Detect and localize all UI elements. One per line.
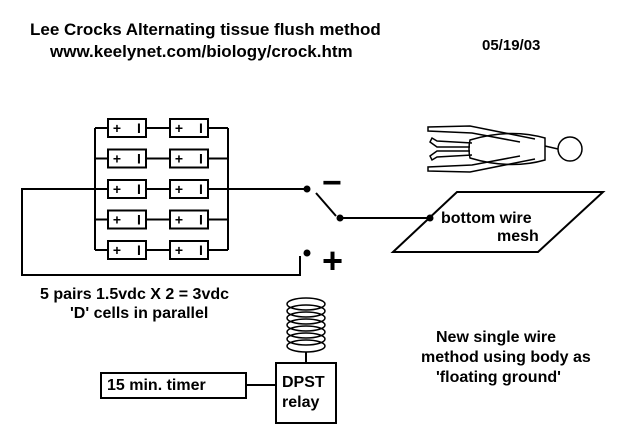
- battery-cell-right: +I: [169, 179, 209, 199]
- cell-minus-terminal: I: [137, 242, 141, 258]
- battery-cell-left: +I: [107, 240, 147, 260]
- method-note-line1: New single wire: [436, 329, 557, 346]
- switch-lever: [315, 192, 337, 217]
- relay-label-line2: relay: [282, 394, 320, 411]
- method-note-line3: 'floating ground': [436, 369, 561, 386]
- switch-pivot: [336, 214, 344, 222]
- battery-cell-right: +I: [169, 118, 209, 138]
- cell-plus-terminal: +: [175, 242, 183, 258]
- cell-minus-terminal: I: [137, 181, 141, 197]
- cell-minus-terminal: I: [137, 120, 141, 136]
- person-figure: [427, 125, 583, 173]
- cell-minus-terminal: I: [137, 212, 141, 228]
- cell-minus-terminal: I: [199, 181, 203, 197]
- wire-mesh: [390, 191, 606, 253]
- cell-minus-terminal: I: [137, 151, 141, 167]
- cell-plus-terminal: +: [175, 181, 183, 197]
- cell-plus-terminal: +: [175, 212, 183, 228]
- cell-plus-terminal: +: [113, 242, 121, 258]
- battery-cell-left: +I: [107, 179, 147, 199]
- cell-minus-terminal: I: [199, 242, 203, 258]
- relay-coil: [286, 297, 326, 353]
- battery-pair-row: +I+I: [95, 209, 228, 230]
- battery-pair-row: +I+I: [95, 148, 228, 169]
- mesh-label-line2: mesh: [497, 228, 539, 245]
- battery-pair-row: +I+I: [95, 118, 228, 138]
- cell-plus-terminal: +: [113, 181, 121, 197]
- cell-minus-terminal: I: [199, 151, 203, 167]
- cell-plus-terminal: +: [175, 120, 183, 136]
- return-wire: [21, 188, 301, 276]
- battery-cell-left: +I: [107, 148, 147, 169]
- switch-contact-positive: [303, 249, 311, 257]
- cells-description-line2: 'D' cells in parallel: [70, 305, 209, 322]
- diagram-title: Lee Crocks Alternating tissue flush meth…: [30, 20, 381, 39]
- negative-sign: −: [322, 164, 342, 202]
- diagram-date: 05/19/03: [482, 37, 541, 54]
- battery-pair-row: +I+I: [95, 179, 228, 199]
- switch-contact-negative: [303, 185, 311, 193]
- source-url: www.keelynet.com/biology/crock.htm: [50, 42, 353, 61]
- cell-plus-terminal: +: [113, 120, 121, 136]
- battery-cell-left: +I: [107, 118, 147, 138]
- battery-cell-right: +I: [169, 209, 209, 230]
- cell-plus-terminal: +: [113, 212, 121, 228]
- timer-label: 15 min. timer: [107, 377, 206, 394]
- mesh-connection: [426, 214, 434, 222]
- cell-plus-terminal: +: [175, 151, 183, 167]
- cells-description-line1: 5 pairs 1.5vdc X 2 = 3vdc: [40, 286, 230, 303]
- method-note-line2: method using body as: [421, 349, 591, 366]
- cell-plus-terminal: +: [113, 151, 121, 167]
- dpst-relay-box: [275, 362, 337, 424]
- battery-cell-right: +I: [169, 148, 209, 169]
- battery-cell-left: +I: [107, 209, 147, 230]
- battery-bank: +I+I+I+I+I+I+I+I+I+I: [95, 118, 228, 260]
- positive-sign: +: [322, 240, 344, 281]
- relay-label-line1: DPST: [282, 374, 325, 391]
- cell-minus-terminal: I: [199, 120, 203, 136]
- mesh-label-line1: bottom wire: [441, 210, 532, 227]
- battery-cell-right: +I: [169, 240, 209, 260]
- cell-minus-terminal: I: [199, 212, 203, 228]
- battery-pair-row: +I+I: [95, 240, 228, 260]
